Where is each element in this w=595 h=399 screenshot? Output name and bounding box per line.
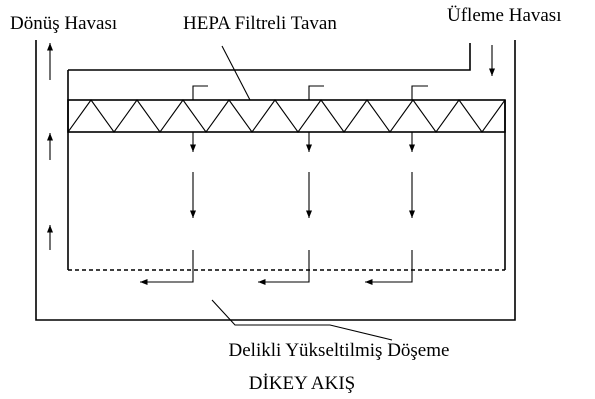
floor-label-leader: [211, 299, 393, 341]
airflow-hook-2: [308, 85, 324, 100]
airflow-return-1: [140, 250, 194, 286]
diagram-title: DİKEY AKIŞ: [249, 373, 355, 394]
raised-floor-label: Delikli Yükseltilmiş Döşeme: [229, 340, 450, 361]
hepa-filter-pleats: [67, 99, 506, 133]
airflow-return-2: [258, 250, 310, 286]
supply-air-label: Üfleme Havası: [447, 5, 561, 26]
airflow-hook-3: [411, 85, 428, 100]
return-air-label: Dönüş Havası: [10, 13, 117, 34]
hepa-label-leader: [221, 45, 251, 101]
outer-enclosure: [35, 40, 516, 321]
hepa-ceiling-label: HEPA Filtreli Tavan: [183, 13, 337, 34]
airflow-hook-1: [192, 85, 208, 100]
supply-plenum-line: [68, 43, 471, 71]
hepa-filter-band: [67, 99, 506, 133]
airflow-return-3: [365, 250, 413, 286]
